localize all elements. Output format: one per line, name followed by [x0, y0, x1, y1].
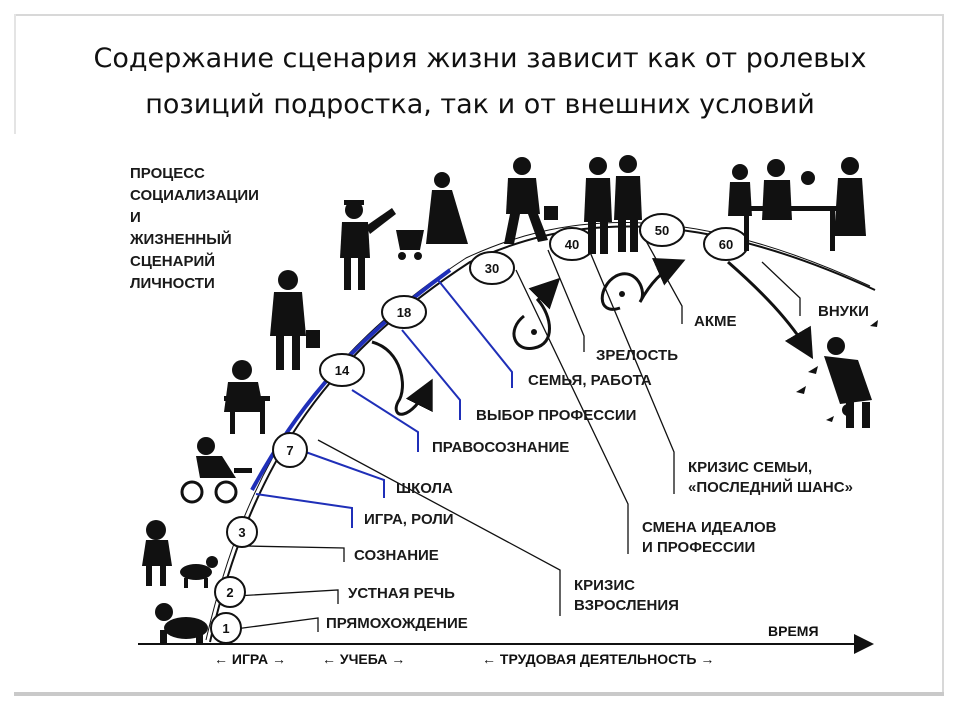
- age-marker-30: 30: [469, 251, 515, 285]
- age-marker-40: 40: [549, 227, 595, 261]
- leader-walking: [227, 617, 319, 632]
- age-marker-3: 3: [226, 516, 258, 548]
- age-label-3: 3: [238, 525, 245, 540]
- couple-figure: [584, 155, 642, 254]
- stage-labels: ПРЯМОХОЖДЕНИЕ УСТНАЯ РЕЧЬ СОЗНАНИЕ ИГРА,…: [326, 303, 869, 632]
- crisis-loops: [371, 258, 814, 416]
- loop-dot-family: [531, 329, 537, 335]
- age-label-40: 40: [565, 237, 579, 252]
- age-marker-7: 7: [272, 432, 308, 468]
- age-label-30: 30: [485, 261, 499, 276]
- stage-maturity: ЗРЕЛОСТЬ: [596, 347, 678, 364]
- stage-profession: ВЫБОР ПРОФЕССИИ: [476, 407, 636, 424]
- loop-adolescence: [371, 340, 433, 416]
- life-arc-outer: [209, 225, 876, 643]
- leader-adult-crisis: [317, 439, 561, 616]
- leader-family-crisis: [589, 251, 675, 494]
- heading-line-4: ЖИЗНЕННЫЙ: [129, 230, 232, 248]
- crisis-adult-line-2: ВЗРОСЛЕНИЯ: [574, 597, 679, 614]
- heading-line-5: СЦЕНАРИЙ: [130, 252, 215, 270]
- age-label-2: 2: [226, 585, 233, 600]
- loop-family: [512, 277, 561, 350]
- leader-legal: [351, 389, 419, 452]
- life-arc-inner: [205, 221, 871, 641]
- age-marker-1: 1: [210, 612, 242, 644]
- leader-profession: [401, 329, 461, 420]
- leader-school: [299, 449, 385, 498]
- crisis-ideals-line-1: СМЕНА ИДЕАЛОВ: [642, 519, 777, 536]
- childhood-leaders: [227, 545, 345, 632]
- age-label-7: 7: [286, 443, 293, 458]
- heading-line-6: ЛИЧНОСТИ: [130, 275, 215, 292]
- stage-walking: ПРЯМОХОЖДЕНИЕ: [326, 615, 468, 632]
- child-on-bicycle-figure: [180, 437, 252, 504]
- leader-family-work: [437, 279, 513, 388]
- leader-maturity: [547, 249, 585, 352]
- stage-speech: УСТНАЯ РЕЧЬ: [348, 585, 455, 602]
- leader-speech: [235, 589, 339, 604]
- age-label-14: 14: [335, 363, 350, 378]
- loop-ideals: [600, 258, 686, 311]
- slide-title: Содержание сценария жизни зависит как от…: [40, 36, 920, 128]
- crisis-adult-line-1: КРИЗИС: [574, 577, 635, 594]
- stage-play-roles: ИГРА, РОЛИ: [364, 511, 454, 528]
- crisis-family-line-2: «ПОСЛЕДНИЙ ШАНС»: [688, 478, 853, 496]
- arrow-to-grandchildren: [727, 260, 814, 360]
- mother-with-pram-figure: [396, 172, 468, 260]
- grandparent-feeding-birds-figure: [796, 320, 878, 428]
- time-axis-label: ВРЕМЯ: [768, 623, 819, 639]
- baby-figure: [155, 603, 208, 644]
- adolescence-leaders: [255, 279, 513, 528]
- leader-play-roles: [255, 493, 353, 528]
- stage-consciousness: СОЗНАНИЕ: [354, 547, 439, 564]
- toddler-with-dog-figure: [142, 520, 218, 588]
- age-label-50: 50: [655, 223, 669, 238]
- stage-acme: АКМЕ: [694, 313, 737, 330]
- axis-work-label: ← ТРУДОВАЯ ДЕЯТЕЛЬНОСТЬ →: [482, 651, 714, 667]
- age-marker-2: 2: [214, 576, 246, 608]
- frame-left-border: [14, 14, 16, 134]
- loop-dot-ideals: [619, 291, 625, 297]
- stage-grandchildren: ВНУКИ: [818, 303, 869, 320]
- crisis-labels: КРИЗИС ВЗРОСЛЕНИЯ СМЕНА ИДЕАЛОВ И ПРОФЕС…: [574, 459, 853, 614]
- age-label-1: 1: [222, 621, 229, 636]
- frame-bottom-border: [14, 692, 944, 696]
- pupil-at-desk-figure: [224, 360, 270, 434]
- leader-consciousness: [245, 545, 345, 562]
- crisis-ideals-line-2: И ПРОФЕССИИ: [642, 539, 755, 556]
- heading-line-3: И: [130, 209, 141, 226]
- police-officer-figure: [340, 200, 396, 290]
- stage-legal: ПРАВОСОЗНАНИЕ: [432, 439, 569, 456]
- age-marker-60: 60: [703, 227, 749, 261]
- axis-study-label: ← УЧЕБА →: [322, 651, 405, 667]
- age-marker-14: 14: [319, 353, 365, 387]
- crisis-family-line-1: КРИЗИС СЕМЬИ,: [688, 459, 812, 476]
- frame-top-border: [14, 14, 944, 16]
- diagram-heading: ПРОЦЕСС СОЦИАЛИЗАЦИИ И ЖИЗНЕННЫЙ СЦЕНАРИ…: [129, 165, 259, 292]
- youth-with-briefcase-figure: [270, 270, 320, 370]
- leader-grandchildren: [761, 261, 801, 316]
- axis-play-label: ← ИГРА →: [214, 651, 286, 667]
- slide-title-line-1: Содержание сценария жизни зависит как от…: [93, 43, 867, 74]
- family-at-table-figure: [728, 157, 866, 251]
- age-label-18: 18: [397, 305, 411, 320]
- age-markers: 1 2 3 7 14 18 30 40: [210, 213, 749, 644]
- heading-line-1: ПРОЦЕСС: [130, 165, 205, 182]
- walking-man-figure: [504, 157, 558, 244]
- silhouettes: [142, 155, 878, 644]
- time-axis: ВРЕМЯ ← ИГРА → ← УЧЕБА → ← ТРУДОВАЯ ДЕЯТ…: [138, 623, 874, 667]
- age-label-60: 60: [719, 237, 733, 252]
- slide-title-line-2: позиций подростка, так и от внешних усло…: [145, 89, 815, 120]
- leader-ideals-crisis: [515, 269, 629, 554]
- leader-acme: [639, 229, 683, 324]
- frame-right-border: [942, 14, 944, 694]
- age-marker-18: 18: [381, 295, 427, 329]
- age-marker-50: 50: [639, 213, 685, 247]
- heading-line-2: СОЦИАЛИЗАЦИИ: [130, 187, 259, 204]
- stage-family-work: СЕМЬЯ, РАБОТА: [528, 372, 652, 389]
- stage-school: ШКОЛА: [396, 480, 453, 497]
